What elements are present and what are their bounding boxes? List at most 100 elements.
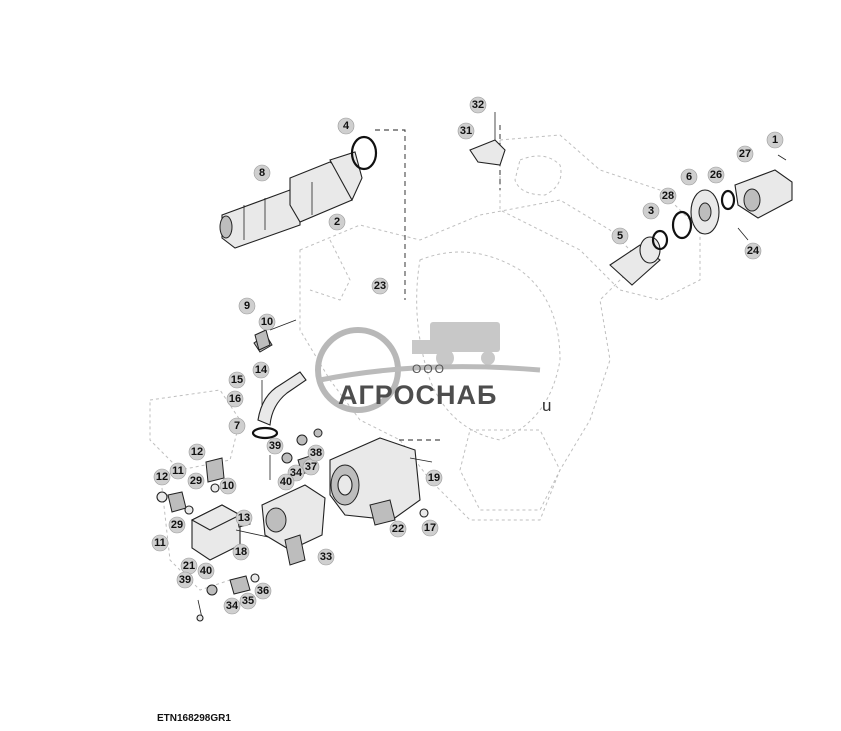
callout-label: 10	[222, 480, 234, 492]
pump-22	[329, 437, 433, 526]
callout-11: 11	[151, 534, 169, 552]
callout-39: 39	[266, 437, 284, 455]
pipe-assembly	[251, 334, 307, 440]
bracket-31	[469, 112, 506, 166]
callout-label: 39	[269, 440, 281, 452]
callout-18: 18	[232, 543, 250, 561]
callout-label: 3	[648, 205, 654, 217]
callout-label: 1	[772, 134, 778, 146]
callout-33: 33	[317, 548, 335, 566]
callout-37: 37	[302, 458, 320, 476]
callout-1: 1	[766, 131, 784, 149]
callout-label: 2	[334, 216, 340, 228]
callout-label: 28	[662, 190, 674, 202]
callout-label: 21	[183, 560, 195, 572]
callout-11: 11	[169, 462, 187, 480]
callout-3: 3	[642, 202, 660, 220]
callout-label: 35	[242, 595, 254, 607]
callout-22: 22	[389, 520, 407, 538]
callout-32: 32	[469, 96, 487, 114]
callout-label: 15	[231, 374, 243, 386]
callout-label: 31	[460, 125, 472, 137]
callout-label: 40	[280, 476, 292, 488]
o-ring-4	[350, 135, 378, 171]
callout-label: 4	[343, 120, 350, 132]
rear-pump-assembly	[609, 154, 793, 286]
callout-label: 17	[424, 522, 436, 534]
callout-23: 23	[371, 277, 389, 295]
callout-label: 12	[191, 446, 203, 458]
callout-16: 16	[226, 390, 244, 408]
figure-code: ETN168298GR1	[157, 713, 231, 724]
callout-label: 23	[374, 280, 386, 292]
callout-label: 6	[686, 171, 692, 183]
callout-label: 8	[259, 167, 265, 179]
callout-4: 4	[337, 117, 355, 135]
callout-14: 14	[252, 361, 270, 379]
callout-28: 28	[659, 187, 677, 205]
callout-label: 11	[154, 537, 166, 549]
watermark-company: ООО	[412, 362, 447, 376]
callout-label: 16	[229, 393, 241, 405]
transmission-housing-outline	[149, 134, 701, 591]
bottom-fittings	[196, 319, 297, 622]
callout-label: 7	[234, 420, 240, 432]
callout-40: 40	[197, 562, 215, 580]
callout-label: 37	[305, 461, 317, 473]
callout-2: 2	[328, 213, 346, 231]
callout-label: 40	[200, 565, 212, 577]
callout-9: 9	[238, 297, 256, 315]
callout-10: 10	[219, 477, 237, 495]
callout-label: 11	[172, 465, 184, 477]
callout-label: 27	[739, 148, 751, 160]
callout-label: 29	[171, 519, 183, 531]
callout-label: 26	[710, 169, 722, 181]
callout-35: 35	[239, 592, 257, 610]
callout-27: 27	[736, 145, 754, 163]
watermark-brand: АГРОСНАБ	[338, 380, 498, 410]
callout-36: 36	[254, 582, 272, 600]
callout-label: 36	[257, 585, 269, 597]
callout-label: 5	[617, 230, 623, 242]
callout-19: 19	[425, 469, 443, 487]
watermark-logo: ООО АГРОСНАБ u	[300, 300, 552, 420]
callout-34: 34	[223, 597, 241, 615]
callout-21: 21	[180, 557, 198, 575]
callout-label: 12	[156, 471, 168, 483]
callout-29: 29	[168, 516, 186, 534]
callout-15: 15	[228, 371, 246, 389]
callout-label: 13	[238, 512, 250, 524]
callout-39: 39	[176, 571, 194, 589]
tandem-pump-8	[219, 151, 363, 249]
callout-38: 38	[307, 444, 325, 462]
callout-12: 12	[188, 443, 206, 461]
pump-33	[261, 428, 326, 566]
callout-label: 19	[428, 472, 440, 484]
callout-29: 29	[187, 472, 205, 490]
callout-40: 40	[277, 473, 295, 491]
callout-label: 29	[190, 475, 202, 487]
gear-wheat-icon	[315, 322, 541, 413]
callout-5: 5	[611, 227, 629, 245]
callout-label: 34	[226, 600, 239, 612]
callout-label: 34	[290, 467, 303, 479]
callout-26: 26	[707, 166, 725, 184]
callout-label: 24	[747, 245, 760, 257]
callout-label: 38	[310, 447, 322, 459]
callout-17: 17	[421, 519, 439, 537]
callout-label: 10	[261, 316, 273, 328]
callout-label: 9	[244, 300, 250, 312]
part-callouts: 1234567891010111112121314151617181921222…	[151, 96, 784, 615]
callout-label: 33	[320, 551, 332, 563]
callout-13: 13	[235, 509, 253, 527]
callout-7: 7	[228, 417, 246, 435]
callout-34: 34	[287, 464, 305, 482]
callout-10: 10	[258, 313, 276, 331]
assembly-guide-lines	[375, 125, 501, 441]
callout-label: 18	[235, 546, 247, 558]
callout-6: 6	[680, 168, 698, 186]
watermark-suffix: u	[542, 396, 552, 415]
callout-12: 12	[153, 468, 171, 486]
callout-label: 39	[179, 574, 191, 586]
